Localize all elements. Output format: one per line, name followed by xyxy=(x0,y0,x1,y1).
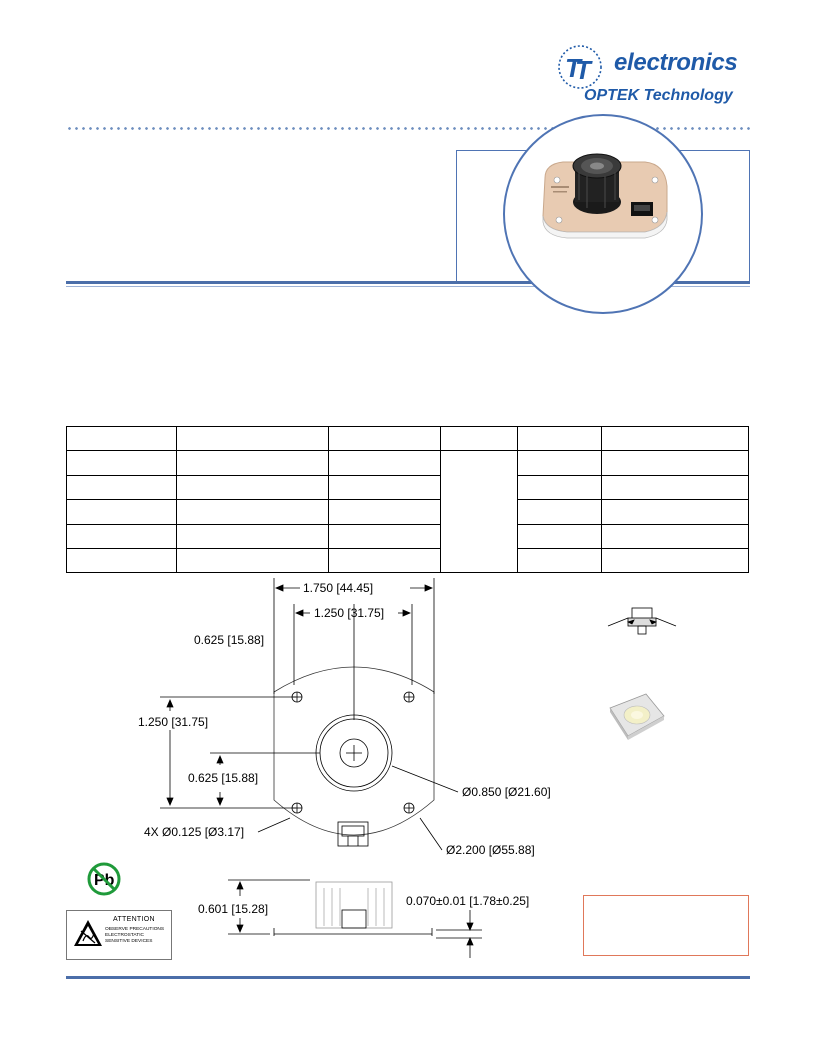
table-cell xyxy=(517,474,603,501)
table-cell xyxy=(175,474,329,501)
product-photo xyxy=(503,114,703,314)
table-cell xyxy=(327,425,442,452)
table-cell xyxy=(327,474,442,501)
table-cell xyxy=(66,499,177,525)
table-cell xyxy=(327,499,442,525)
table-cell xyxy=(517,499,603,525)
table-cell xyxy=(175,425,329,452)
table-cell xyxy=(601,547,749,574)
dim-hole-spacing-y: 1.250 [31.75] xyxy=(138,715,208,729)
header-rule-thin xyxy=(66,286,750,287)
table-row xyxy=(66,474,749,501)
spec-table xyxy=(66,425,749,574)
table-cell xyxy=(66,547,177,574)
company-logo: T T electronics OPTEK Technology xyxy=(556,40,752,110)
dim-height: 0.601 [15.28] xyxy=(198,902,268,916)
dim-half-height: 0.625 [15.88] xyxy=(188,771,258,785)
esd-line-2: ELECTROSTATIC xyxy=(105,933,144,938)
esd-warning-icon xyxy=(74,920,102,946)
tt-logo-icon: T T xyxy=(558,45,602,89)
table-cell xyxy=(66,425,177,452)
esd-text: OBSERVE PRECAUTIONS ELECTROSTATIC SENSIT… xyxy=(105,927,164,945)
table-cell xyxy=(175,523,329,549)
table-cell xyxy=(66,523,177,549)
mechanical-drawing: 1.750 [44.45] 1.250 [31.75] 0.625 [15.88… xyxy=(138,578,551,958)
table-cell xyxy=(517,450,603,476)
dim-overall-width: 1.750 [44.45] xyxy=(303,581,373,595)
table-cell xyxy=(66,450,177,476)
table-cell-merged xyxy=(440,450,519,574)
esd-line-3: SENSITIVE DEVICES xyxy=(105,939,153,944)
table-cell xyxy=(66,474,177,501)
brand-subtitle: OPTEK Technology xyxy=(584,87,733,104)
table-row xyxy=(66,547,749,574)
led-side-view-icon xyxy=(607,607,677,635)
table-cell xyxy=(601,474,749,501)
table-row xyxy=(66,499,749,525)
table-cell xyxy=(175,547,329,574)
dotted-divider xyxy=(66,127,750,130)
esd-line-1: OBSERVE PRECAUTIONS xyxy=(105,927,165,932)
table-row xyxy=(66,450,749,574)
dim-half-width: 0.625 [15.88] xyxy=(194,633,264,647)
esd-title: ATTENTION xyxy=(113,916,155,923)
svg-text:T: T xyxy=(565,53,583,83)
table-cell xyxy=(601,425,749,452)
led-module-illustration xyxy=(542,153,668,239)
header-rule xyxy=(66,281,750,284)
brand-name: electronics xyxy=(614,49,738,76)
table-cell xyxy=(175,450,329,476)
table-cell xyxy=(327,450,442,476)
dim-holes: 4X Ø0.125 [Ø3.17] xyxy=(144,825,244,839)
table-cell xyxy=(327,547,442,574)
table-row xyxy=(66,523,749,549)
table-cell xyxy=(175,499,329,525)
svg-text:T: T xyxy=(575,55,593,85)
pb-free-icon: Pb xyxy=(87,862,121,896)
dim-board-diameter: Ø2.200 [Ø55.88] xyxy=(446,843,535,857)
table-cell xyxy=(601,499,749,525)
note-box xyxy=(583,895,749,956)
dim-thickness: 0.070±0.01 [1.78±0.25] xyxy=(406,894,529,908)
dim-hole-spacing-x: 1.250 [31.75] xyxy=(314,606,384,620)
footer-rule xyxy=(66,976,750,979)
table-cell xyxy=(601,450,749,476)
table-header-row xyxy=(66,425,749,452)
table-cell xyxy=(327,523,442,549)
table-cell xyxy=(440,425,519,452)
table-cell xyxy=(517,425,603,452)
table-cell xyxy=(601,523,749,549)
dim-lens-diameter: Ø0.850 [Ø21.60] xyxy=(462,785,551,799)
led-chip-icon xyxy=(609,693,665,740)
table-cell xyxy=(517,523,603,549)
esd-warning-label: ATTENTION OBSERVE PRECAUTIONS ELECTROSTA… xyxy=(66,910,172,960)
table-cell xyxy=(517,547,603,574)
